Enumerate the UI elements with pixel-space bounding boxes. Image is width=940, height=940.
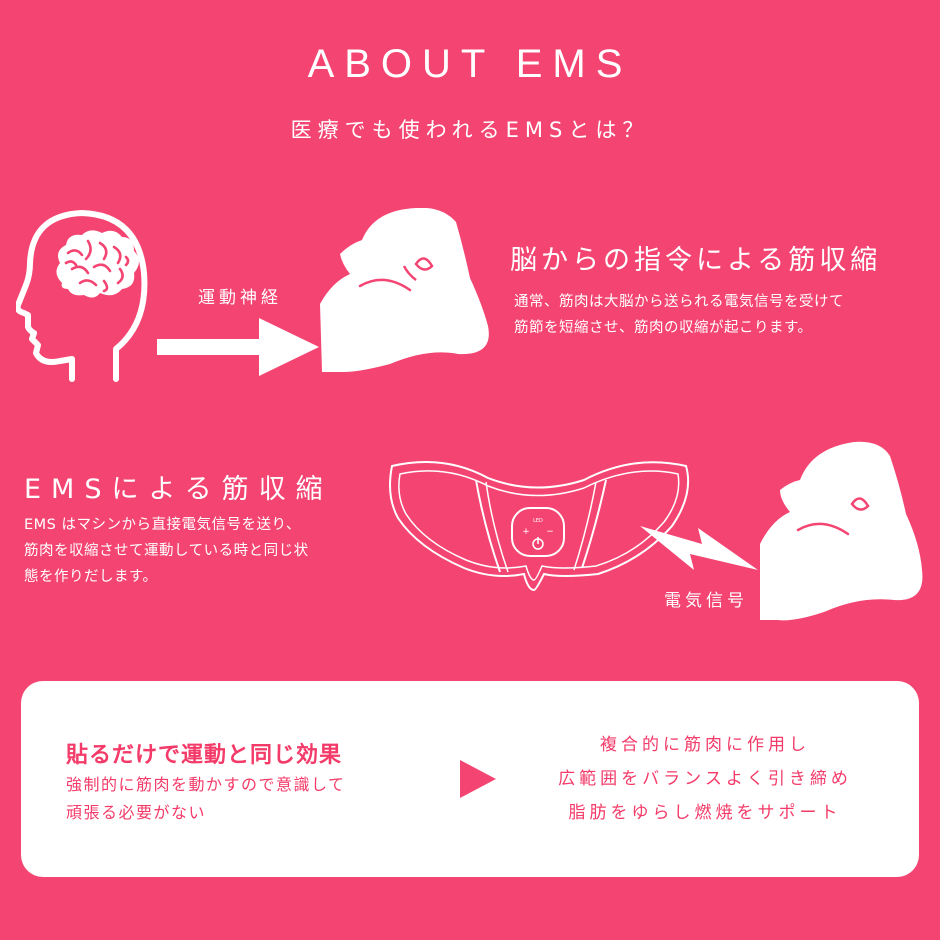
arrow-right-icon bbox=[157, 318, 319, 376]
panel-body-line: 頑張る必要がない bbox=[66, 803, 207, 822]
lightning-bolt-icon bbox=[640, 522, 760, 582]
ems-body: EMS はマシンから直接電気信号を送り、 筋肉を収縮させて運動している時と同じ状… bbox=[24, 512, 384, 590]
brain-heading: 脳からの指令による筋収縮 bbox=[510, 245, 882, 276]
triangle-right-icon bbox=[460, 760, 496, 798]
ems-body-line: EMS はマシンから直接電気信号を送り、 bbox=[24, 517, 301, 533]
panel-results: 複合的に筋肉に作用し 広範囲をバランスよく引き締め 脂肪をゆらし燃焼をサポート bbox=[520, 728, 890, 830]
device-led-label: LED bbox=[533, 518, 543, 524]
ems-heading: EMSによる筋収縮 bbox=[24, 474, 333, 505]
panel-body: 強制的に筋肉を動かすので意識して 頑張る必要がない bbox=[66, 771, 426, 827]
panel-result-line: 脂肪をゆらし燃焼をサポート bbox=[568, 803, 842, 823]
svg-text:−: − bbox=[546, 527, 554, 537]
ems-pad-device-icon: LED + − bbox=[384, 456, 694, 606]
signal-label: 電気信号 bbox=[664, 591, 748, 611]
panel-body-line: 強制的に筋肉を動かすので意識して bbox=[66, 775, 346, 794]
flexed-arm-icon bbox=[320, 208, 496, 374]
page-subtitle: 医療でも使われるEMSとは？ bbox=[290, 118, 650, 142]
panel-result-line: 広範囲をバランスよく引き締め bbox=[558, 769, 852, 789]
page-title: ABOUT EMS bbox=[307, 42, 633, 86]
ems-body-line: 筋肉を収縮させて運動している時と同じ状 bbox=[24, 543, 309, 559]
brain-body-line: 通常、筋肉は大脳から送られる電気信号を受けて bbox=[514, 294, 844, 310]
svg-text:+: + bbox=[522, 527, 530, 537]
brain-body: 通常、筋肉は大脳から送られる電気信号を受けて 筋節を短縮させ、筋肉の収縮が起こり… bbox=[514, 289, 924, 341]
nerve-label: 運動神経 bbox=[198, 288, 282, 308]
head-brain-icon bbox=[16, 203, 156, 383]
flexed-arm-icon bbox=[760, 440, 928, 624]
brain-body-line: 筋節を短縮させ、筋肉の収縮が起こります。 bbox=[514, 320, 813, 336]
panel-heading: 貼るだけで運動と同じ効果 bbox=[66, 743, 343, 768]
panel-result-line: 複合的に筋肉に作用し bbox=[600, 735, 810, 755]
ems-body-line: 態を作りだします。 bbox=[24, 569, 158, 585]
